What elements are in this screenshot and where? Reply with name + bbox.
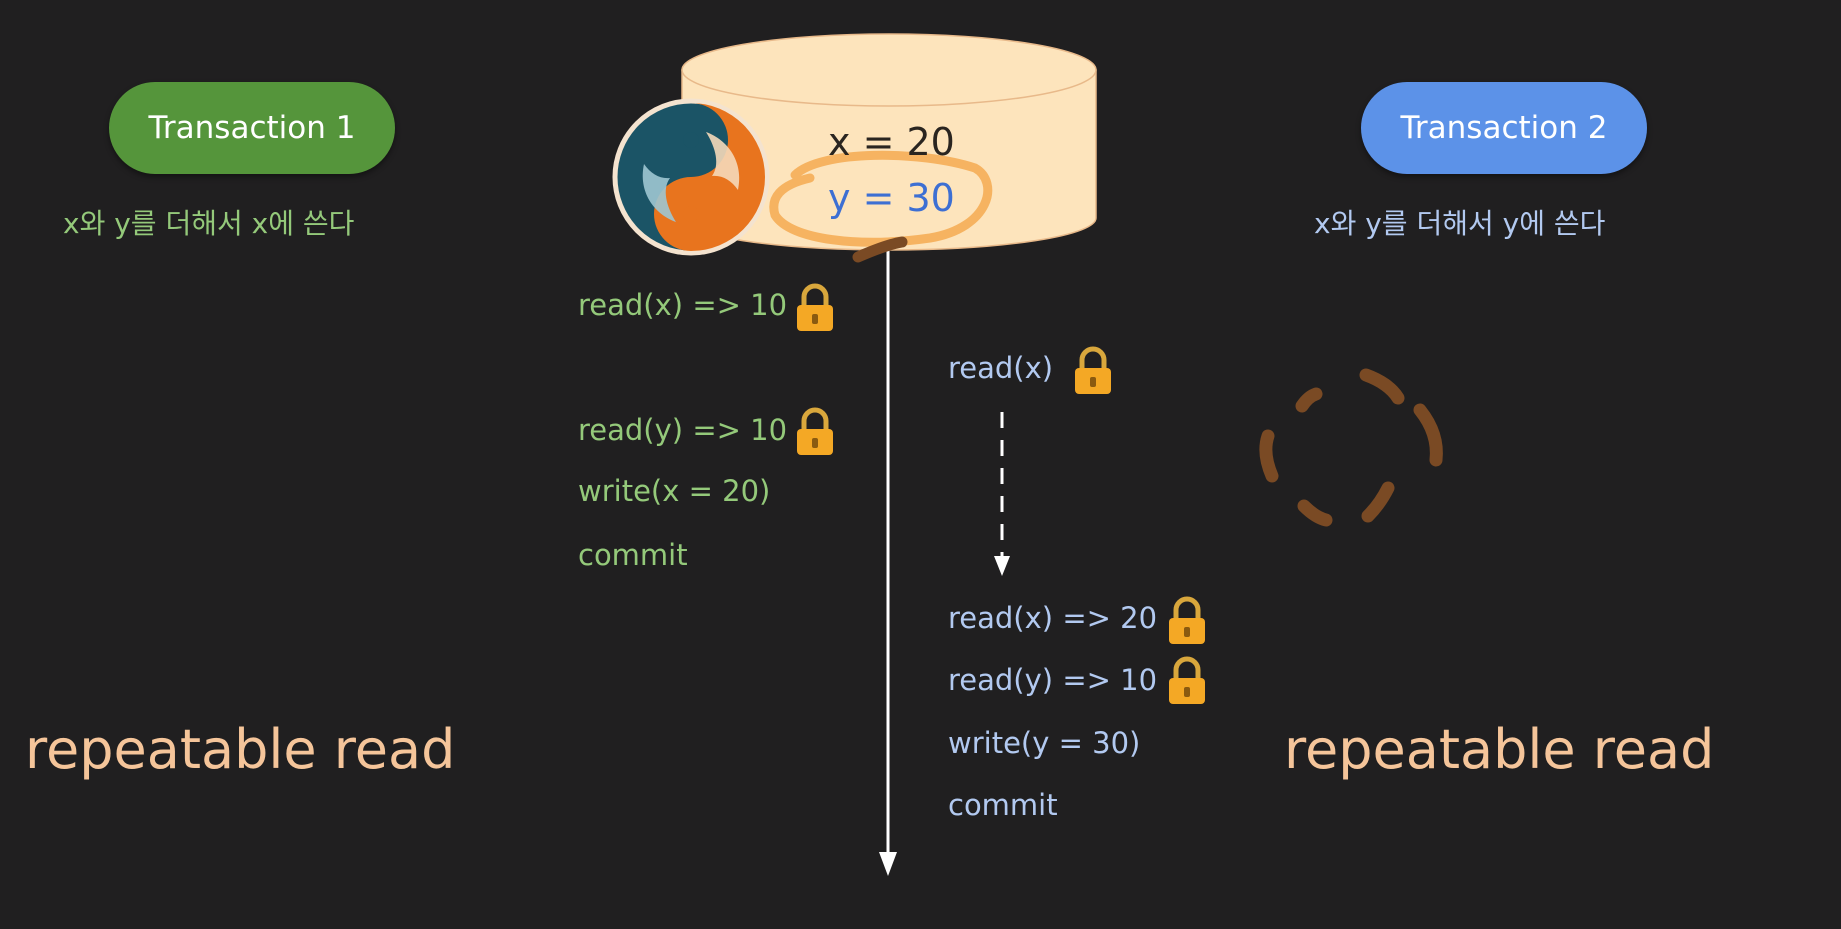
t2-op-read-x: read(x) => 20 bbox=[948, 601, 1158, 635]
lock-icon-t1-read-x bbox=[797, 283, 833, 331]
deadlock-dashed-circle-doodle bbox=[1259, 368, 1443, 527]
wait-dashed-arrow-head bbox=[994, 556, 1010, 576]
y-highlight-scribble bbox=[769, 150, 993, 247]
t2-op-read-y: read(y) => 10 bbox=[948, 663, 1158, 697]
mysql-dolphin-logo-icon bbox=[612, 98, 770, 256]
db-y-value: y = 30 bbox=[828, 176, 955, 220]
lock-icon-t2-read-y bbox=[1169, 656, 1205, 704]
transaction-2-description: x와 y를 더해서 y에 쓴다 bbox=[1314, 207, 1606, 240]
lock-icon-t1-read-y bbox=[797, 407, 833, 455]
transaction-2-isolation-level: repeatable read bbox=[1284, 718, 1715, 781]
scribble-tail bbox=[852, 236, 908, 263]
transaction-1-badge: Transaction 1 bbox=[109, 82, 395, 174]
t2-op-write-y: write(y = 30) bbox=[948, 726, 1141, 760]
transaction-1-description: x와 y를 더해서 x에 쓴다 bbox=[63, 207, 355, 240]
t2-op-read-x-blocked: read(x) bbox=[948, 351, 1054, 385]
transaction-2-badge: Transaction 2 bbox=[1361, 82, 1647, 174]
db-x-value: x = 20 bbox=[828, 120, 955, 164]
t1-op-write-x: write(x = 20) bbox=[578, 474, 771, 508]
lock-icon-t2-read-x-20 bbox=[1169, 596, 1205, 644]
t2-op-commit: commit bbox=[948, 788, 1058, 822]
transaction-1-isolation-level: repeatable read bbox=[25, 718, 456, 781]
t1-op-read-y: read(y) => 10 bbox=[578, 413, 788, 447]
t1-op-read-x: read(x) => 10 bbox=[578, 288, 788, 322]
timeline-arrow-head bbox=[879, 852, 897, 876]
t1-op-commit: commit bbox=[578, 538, 688, 572]
lock-icon-t2-read-x bbox=[1075, 346, 1111, 394]
